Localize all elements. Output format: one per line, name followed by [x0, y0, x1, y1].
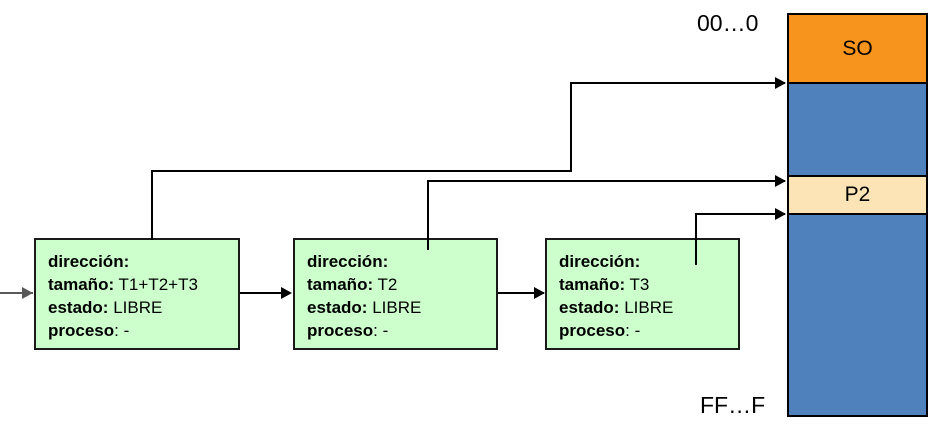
node-3-direccion-key: dirección:: [559, 252, 641, 271]
pointer-node1-horizontal-lower: [151, 170, 572, 172]
node-2-tamano-key: tamaño:: [307, 275, 374, 294]
head-pointer-arrowhead: [22, 287, 33, 299]
node-3-estado-key: estado:: [559, 298, 620, 317]
node-3-tamano-value: T3: [629, 275, 650, 294]
descriptor-node-3[interactable]: dirección: tamaño: T3 estado: LIBRE proc…: [545, 238, 740, 350]
pointer-node1-arrowhead: [775, 77, 786, 89]
head-pointer-line: [0, 292, 33, 294]
node-3-field-tamano: tamaño: T3: [559, 273, 738, 296]
pointer-node1-vertical-stub: [151, 170, 153, 240]
node-2-proceso-value: : -: [373, 321, 389, 340]
pointer-node1-vertical-riser: [570, 82, 572, 172]
top-address-label: 00…0: [697, 10, 759, 36]
descriptor-node-1[interactable]: dirección: tamaño: T1+T2+T3 estado: LIBR…: [34, 238, 240, 350]
memory-bar: SO P2: [787, 13, 928, 417]
pointer-node2-arrowhead: [775, 175, 786, 187]
link-node1-node2-line: [240, 292, 290, 294]
node-1-estado-key: estado:: [48, 298, 109, 317]
node-1-field-direccion: dirección:: [48, 250, 238, 273]
link-node2-node3-arrowhead: [534, 287, 545, 299]
link-node2-node3-line: [498, 292, 544, 294]
memory-segment-free-1: [789, 84, 926, 177]
node-1-proceso-value: : -: [114, 321, 130, 340]
pointer-node1-horizontal-upper: [570, 82, 785, 84]
node-2-proceso-key: proceso: [307, 321, 374, 340]
node-2-field-tamano: tamaño: T2: [307, 273, 496, 296]
node-1-tamano-key: tamaño:: [48, 275, 115, 294]
node-2-estado-value: LIBRE: [372, 298, 422, 317]
node-3-estado-value: LIBRE: [624, 298, 674, 317]
node-2-field-direccion: dirección:: [307, 250, 496, 273]
link-node1-node2-arrowhead: [281, 287, 292, 299]
descriptor-node-2[interactable]: dirección: tamaño: T2 estado: LIBRE proc…: [293, 238, 498, 350]
pointer-node2-vertical-stub: [427, 180, 429, 250]
node-3-field-proceso: proceso: -: [559, 319, 738, 342]
memory-segment-p2: P2: [789, 177, 926, 215]
node-2-field-estado: estado: LIBRE: [307, 296, 496, 319]
node-1-field-tamano: tamaño: T1+T2+T3: [48, 273, 238, 296]
memory-segment-so-label: SO: [842, 36, 873, 60]
node-1-proceso-key: proceso: [48, 321, 115, 340]
node-3-field-estado: estado: LIBRE: [559, 296, 738, 319]
node-1-direccion-key: dirección:: [48, 252, 130, 271]
node-2-estado-key: estado:: [307, 298, 368, 317]
node-2-direccion-key: dirección:: [307, 252, 389, 271]
memory-segment-so: SO: [789, 15, 926, 84]
node-3-proceso-key: proceso: [559, 321, 626, 340]
pointer-node3-arrowhead: [775, 208, 786, 220]
node-3-tamano-key: tamaño:: [559, 275, 626, 294]
node-3-proceso-value: : -: [625, 321, 641, 340]
node-1-field-proceso: proceso: -: [48, 319, 238, 342]
pointer-node3-horizontal: [695, 213, 785, 215]
memory-segment-free-2: [789, 215, 926, 415]
node-1-tamano-value: T1+T2+T3: [118, 275, 198, 294]
pointer-node3-vertical-stub: [695, 213, 697, 265]
bottom-address-label: FF…F: [700, 392, 766, 418]
node-1-field-estado: estado: LIBRE: [48, 296, 238, 319]
node-2-field-proceso: proceso: -: [307, 319, 496, 342]
node-2-tamano-value: T2: [377, 275, 398, 294]
memory-segment-p2-label: P2: [844, 183, 871, 206]
pointer-node2-horizontal: [427, 180, 785, 182]
node-3-field-direccion: dirección:: [559, 250, 738, 273]
node-1-estado-value: LIBRE: [113, 298, 163, 317]
